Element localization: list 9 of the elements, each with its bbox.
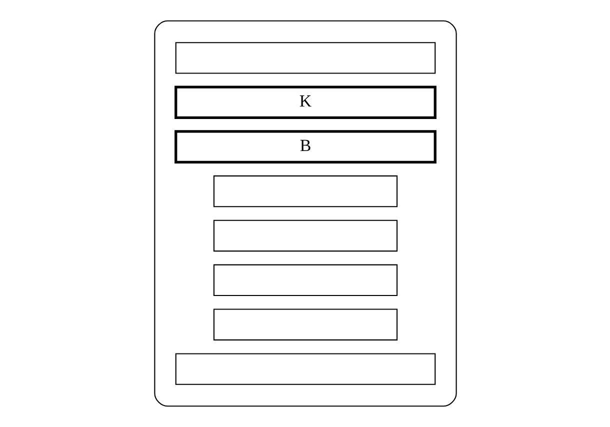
cluster xyxy=(154,20,456,407)
node-box xyxy=(212,264,398,296)
node-box: B xyxy=(174,130,436,164)
node-box xyxy=(174,353,436,385)
node-box xyxy=(174,42,436,74)
node-box xyxy=(212,308,398,340)
node-box: K xyxy=(174,86,436,120)
node-box xyxy=(212,175,398,208)
node-box xyxy=(212,220,398,252)
